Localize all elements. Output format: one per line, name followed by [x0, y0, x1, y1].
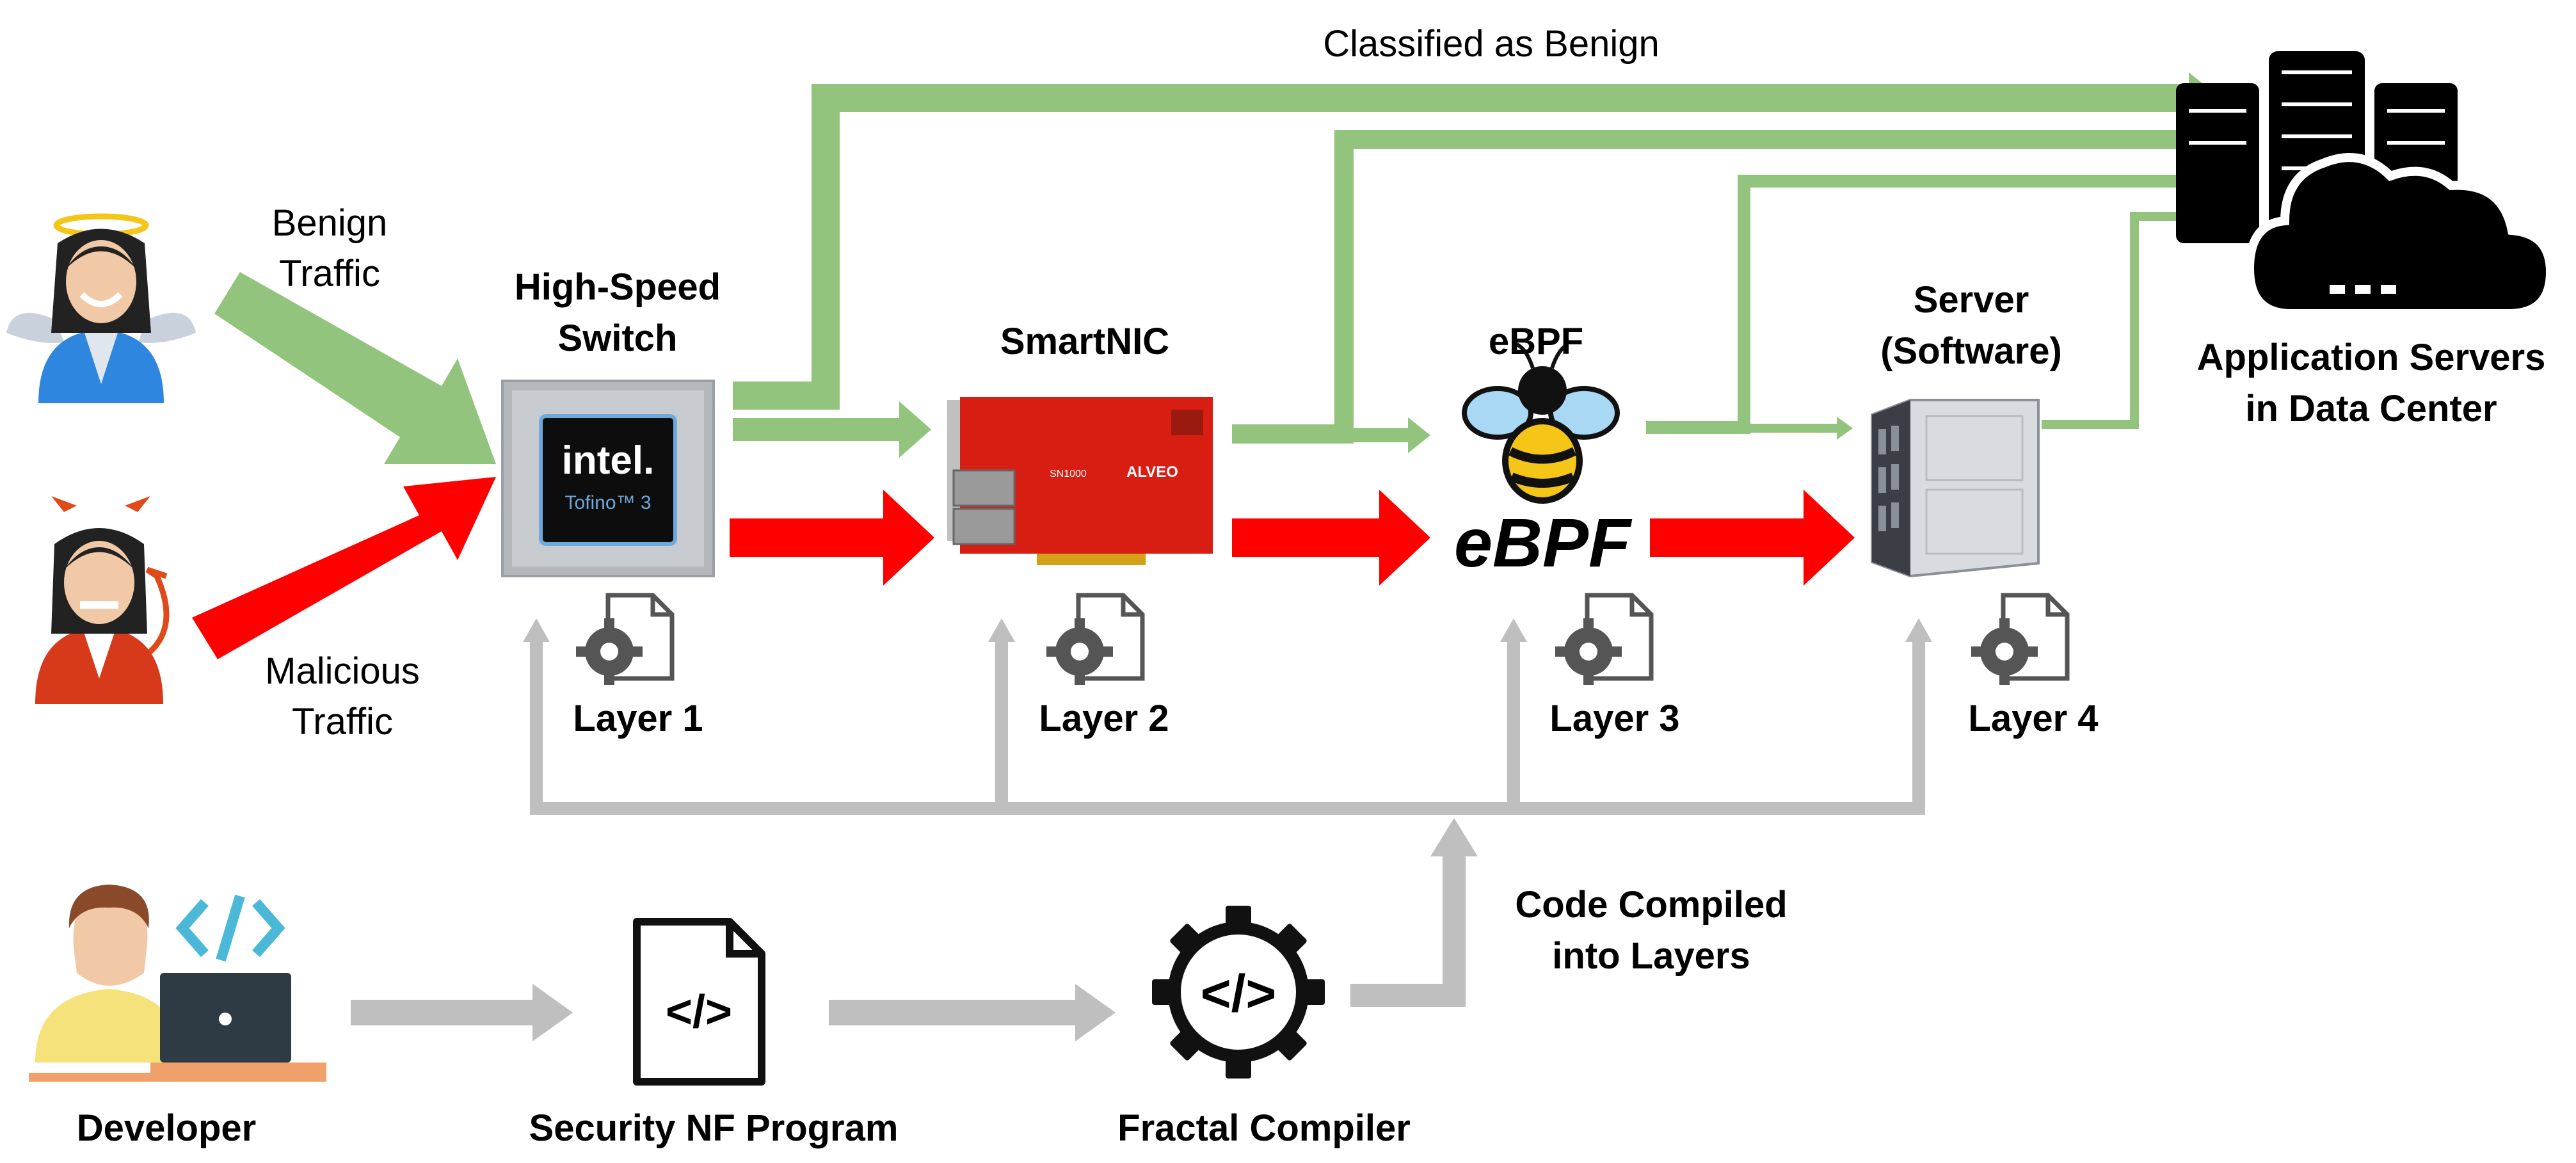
developer-laptop-icon	[29, 885, 326, 1082]
benign-path-layer4	[2042, 212, 2208, 429]
code-compiled-label-line1: Code Compiled	[1515, 884, 1787, 926]
benign-traffic-arrow	[214, 272, 496, 464]
security-nf-program-label: Security NF Program	[529, 1107, 899, 1149]
chip-model-text: Tofino™ 3	[564, 492, 651, 513]
ebpf-to-server-benign-arrow	[1837, 417, 1853, 440]
developer-label: Developer	[77, 1107, 256, 1149]
devil-user-icon	[35, 496, 170, 704]
benign-traffic-label-line2: Traffic	[279, 253, 380, 294]
switch-to-nic-red-arrow	[730, 490, 934, 586]
ebpf-bee-icon: eBPF	[1454, 342, 1633, 581]
compile-paths	[351, 618, 1932, 1041]
compile-bus	[530, 802, 1925, 815]
nic-brand-text: ALVEO	[1126, 463, 1178, 481]
code-file-icon: </>	[633, 918, 765, 1086]
compiler-to-bus	[1350, 854, 1466, 1007]
benign-path-layer1	[733, 84, 2189, 410]
ebpf-to-server-red-arrow	[1650, 490, 1855, 586]
bus-riser-layer4-arrow	[1905, 618, 1932, 642]
smartnic-title: SmartNIC	[1000, 321, 1169, 362]
compiler-to-bus-arrow	[1430, 818, 1478, 856]
nic-to-ebpf-benign-shaft	[1232, 428, 1411, 442]
layer1-gear-document-icon	[576, 595, 672, 685]
bus-riser-layer3	[1507, 640, 1520, 815]
layer2-gear-document-icon	[1046, 595, 1142, 685]
layer1-label: Layer 1	[573, 698, 703, 739]
fractal-compiler-label: Fractal Compiler	[1117, 1107, 1411, 1149]
bus-riser-layer2-arrow	[988, 618, 1015, 642]
layer4-label: Layer 4	[1968, 698, 2098, 739]
nic-to-ebpf-benign-arrow	[1408, 417, 1430, 453]
malicious-traffic-arrow	[192, 477, 496, 659]
switch-title-line2: Switch	[558, 317, 678, 359]
bus-riser-layer1	[530, 640, 543, 815]
nic-to-ebpf-red-arrow	[1232, 490, 1430, 586]
benign-paths	[214, 72, 2224, 464]
layer4-gear-document-icon	[1971, 595, 2067, 685]
layer3-label: Layer 3	[1549, 698, 1679, 739]
program-to-compiler-shaft	[829, 1000, 1078, 1025]
developer-to-program-shaft	[351, 1000, 536, 1025]
bus-riser-layer4	[1912, 640, 1925, 815]
layer3-gear-document-icon	[1555, 595, 1651, 685]
nic-model-text: SN1000	[1050, 469, 1087, 479]
classified-as-benign-label: Classified as Benign	[1323, 23, 1660, 65]
app-servers-label-line1: Application Servers	[2197, 337, 2546, 378]
ebpf-logo-text: eBPF	[1454, 504, 1633, 581]
code-gear-symbol: </>	[1201, 965, 1277, 1023]
datacenter-cloud-icon	[2176, 51, 2556, 318]
bus-riser-layer1-arrow	[523, 618, 550, 642]
bus-riser-layer3-arrow	[1500, 618, 1527, 642]
developer-to-program-arrow	[532, 984, 573, 1041]
layer2-label: Layer 2	[1039, 698, 1169, 739]
ebpf-title: eBPF	[1489, 321, 1583, 362]
server-title-line1: Server	[1914, 279, 2029, 321]
switch-title-line1: High-Speed	[515, 266, 721, 308]
malicious-paths	[192, 477, 1855, 659]
bus-riser-layer2	[995, 640, 1008, 815]
code-compiled-label-line2: into Layers	[1552, 935, 1750, 977]
ebpf-to-server-benign-shaft	[1646, 424, 1838, 433]
angel-user-icon	[6, 213, 196, 403]
code-file-symbol: </>	[666, 986, 732, 1038]
chip-brand-text: intel.	[562, 438, 655, 483]
benign-traffic-label-line1: Benign	[272, 202, 388, 244]
server-title-line2: (Software)	[1880, 330, 2062, 372]
blade-server-icon	[1871, 399, 2040, 578]
switch-to-nic-benign-shaft	[733, 418, 902, 441]
switch-to-nic-benign-arrow	[899, 401, 931, 458]
malicious-traffic-label-line1: Malicious	[265, 650, 420, 692]
program-to-compiler-arrow	[1075, 984, 1116, 1041]
app-servers-label-line2: in Data Center	[2245, 388, 2497, 429]
code-gear-icon: </>	[1152, 906, 1325, 1079]
malicious-traffic-label-line2: Traffic	[292, 701, 393, 742]
smartnic-card-icon: SN1000 ALVEO	[947, 397, 1213, 565]
tofino-switch-chip-icon: intel. Tofino™ 3	[501, 380, 715, 577]
